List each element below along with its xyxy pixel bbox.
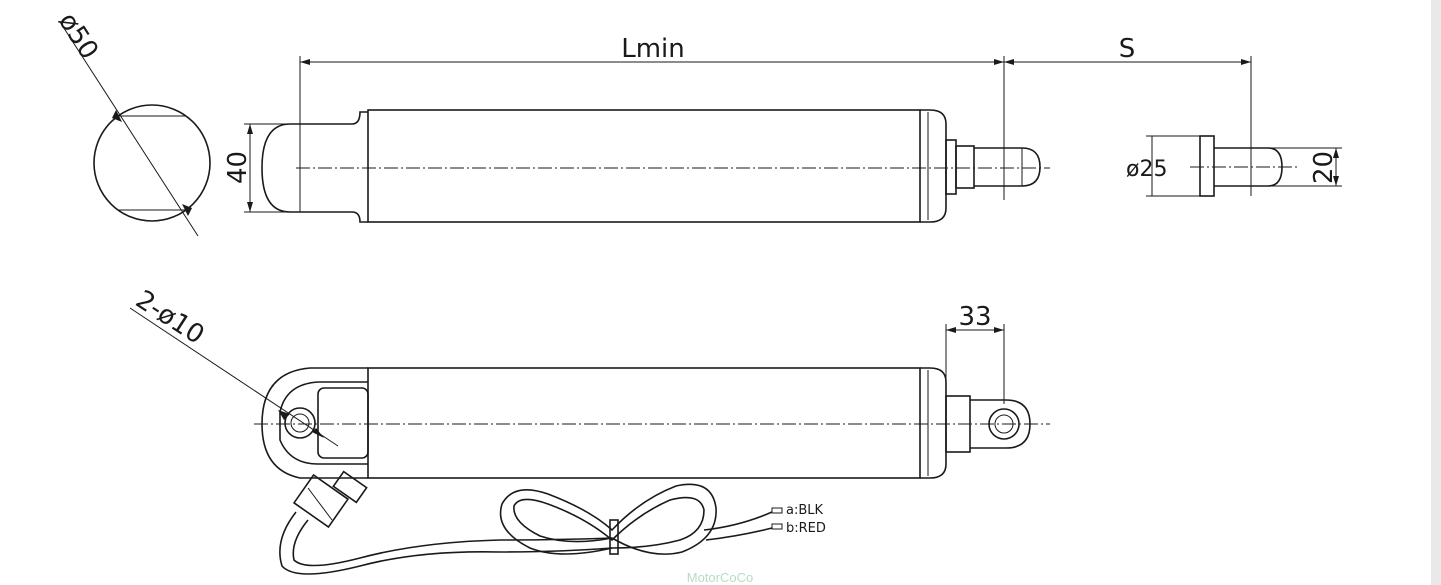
rod-collar: [955, 145, 975, 189]
side-view: 33 2-ø10: [129, 285, 1050, 575]
body-diameter-label: ø50: [52, 7, 104, 64]
side-actuator-body: [367, 367, 921, 479]
rear-clevis-shoulder: [351, 111, 368, 125]
wire-a: [703, 511, 773, 531]
wire-a-label: a:BLK: [786, 503, 824, 518]
front-offset-label: 33: [958, 302, 991, 332]
wire-b-terminal: [771, 523, 783, 530]
end-view-circle: [93, 104, 211, 222]
rear-mount-slot: [317, 387, 369, 459]
rod-collar: [945, 139, 957, 195]
rear-mount-hole: [284, 407, 316, 439]
cable-loop-inner: [513, 496, 705, 549]
mount-holes-label: 2-ø10: [130, 285, 209, 351]
leader-arrow: [112, 110, 122, 122]
diameter-leader: [59, 21, 199, 237]
end-view: ø50: [52, 7, 211, 237]
rod-end: [974, 147, 1041, 187]
gland-edge: [307, 487, 333, 521]
gland-body: [332, 470, 368, 504]
watermark: MotorCoCo: [687, 570, 753, 585]
top-view: Lmin S 40: [223, 34, 1252, 223]
rod-end-height-label: 20: [1309, 151, 1339, 184]
actuator-body: [367, 109, 921, 223]
extended-rod-view: ø25 20: [1126, 135, 1342, 197]
leader-arrow: [312, 428, 324, 438]
cable-tie: [609, 519, 619, 555]
rear-clevis-shoulder: [351, 211, 368, 223]
cable-inner: [292, 519, 613, 567]
rod-diameter-label: ø25: [1126, 157, 1167, 182]
right-edge-strip: [1431, 0, 1441, 585]
rear-clevis-outline: [261, 123, 352, 213]
mount-hole-leader: [129, 307, 339, 447]
leader-arrow: [278, 410, 290, 420]
gland-nut: [292, 473, 350, 529]
rear-height-label: 40: [223, 151, 253, 184]
rear-mount-inner: [279, 381, 368, 465]
wire-b: [705, 527, 773, 541]
front-end-cap: [920, 109, 947, 223]
wire-a-terminal: [771, 507, 783, 514]
min-length-label: Lmin: [621, 34, 685, 64]
cable-loop-outer: [499, 483, 717, 555]
extended-rod-collar: [1199, 135, 1215, 197]
leader-arrow: [182, 204, 192, 216]
side-front-end-cap: [920, 367, 947, 479]
wire-b-label: b:RED: [786, 521, 826, 536]
cable-gland: [292, 470, 368, 529]
rear-mount-hole-inner: [290, 413, 310, 433]
stroke-length-label: S: [1119, 34, 1136, 64]
